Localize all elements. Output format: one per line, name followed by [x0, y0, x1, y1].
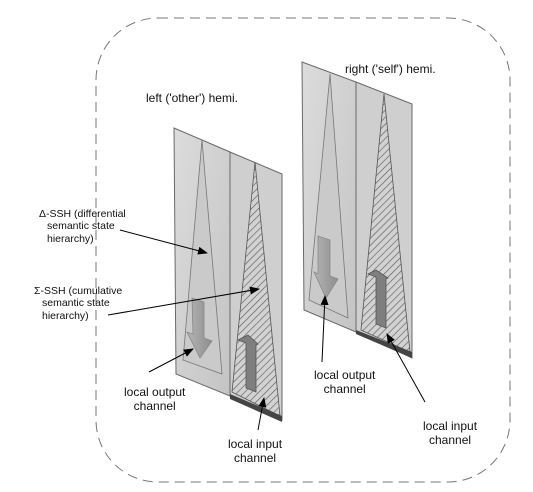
left-bottom-strip	[230, 394, 282, 422]
delta-ssh-label: Δ-SSH (differential semantic state hiera…	[39, 208, 126, 245]
left-input-label: local input channel	[228, 437, 283, 466]
left-hemisphere	[173, 127, 283, 422]
right-input-label: local input channel	[423, 419, 478, 448]
dashed-frame	[95, 17, 511, 483]
pointer-sigma-ssh	[107, 286, 260, 316]
pointer-right-output	[320, 295, 329, 363]
right-hemi-title: right ('self') hemi.	[345, 62, 436, 76]
right-hemisphere	[301, 61, 413, 359]
left-input-arrow	[237, 334, 259, 393]
right-input-arrow	[367, 269, 389, 329]
left-hemi-title: left ('other') hemi.	[146, 91, 238, 105]
left-output-arrow	[186, 297, 213, 359]
right-output-arrow	[313, 235, 339, 299]
right-bottom-strip	[356, 330, 412, 358]
pointer-right-input	[386, 333, 426, 403]
right-output-label: local output channel	[314, 368, 376, 397]
left-output-label: local output channel	[124, 385, 186, 414]
pointer-left-input	[257, 397, 267, 431]
pointer-left-output	[148, 348, 194, 373]
sigma-ssh-label: Σ-SSH (cumulative semantic state hierarc…	[34, 285, 123, 322]
pointer-delta-ssh	[119, 229, 208, 255]
right-sigma-triangle	[360, 93, 411, 353]
